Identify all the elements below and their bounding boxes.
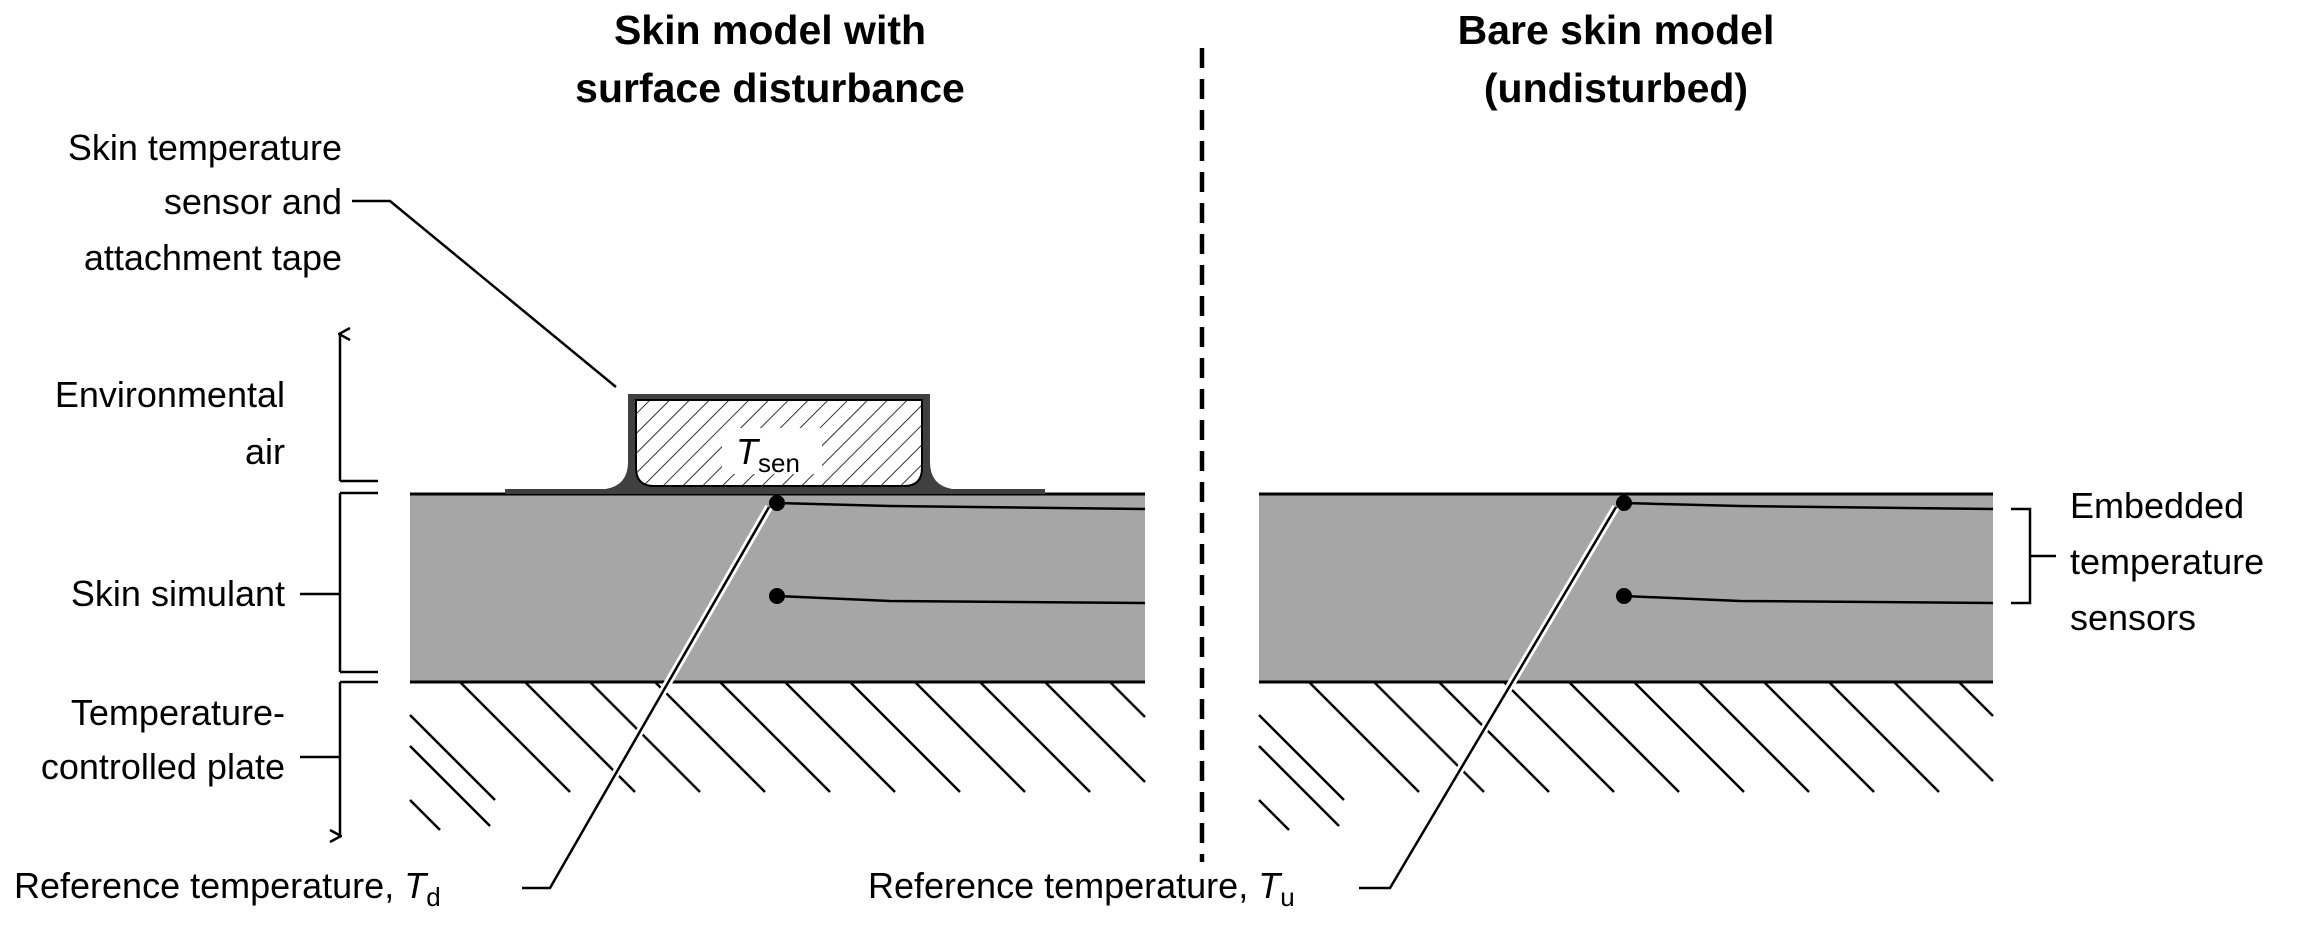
skin-simulant-label: Skin simulant xyxy=(71,573,285,614)
sensor-subscript: sen xyxy=(758,448,800,478)
air-label-line1: Environmental xyxy=(55,374,285,415)
left-reference-symbol: T xyxy=(404,865,429,906)
plate-label-line1: Temperature- xyxy=(71,692,285,733)
right-skin-simulant xyxy=(1259,494,1993,682)
air-label-line2: air xyxy=(245,431,285,472)
sensor-symbol-group: Tsen xyxy=(736,431,800,478)
right-title-line1: Bare skin model xyxy=(1458,7,1775,53)
sensor-label-line1: Skin temperature xyxy=(68,127,342,168)
embedded-label-line1: Embedded xyxy=(2070,485,2244,526)
left-skin-simulant xyxy=(410,494,1145,682)
plate-label-line2: controlled plate xyxy=(41,746,285,787)
left-reference-label: Reference temperature, Td xyxy=(14,865,441,912)
left-title-line1: Skin model with xyxy=(614,7,926,53)
sensor-symbol: T xyxy=(736,431,761,472)
right-reference-leader xyxy=(1359,506,1618,890)
left-reference-subscript: d xyxy=(426,882,440,912)
right-reference-label: Reference temperature, Tu xyxy=(868,865,1295,912)
skin-temperature-sensor xyxy=(505,394,1045,494)
sensor-label-line2: sensor and xyxy=(164,181,342,222)
left-embedded-sensors xyxy=(769,495,1146,605)
left-reference-leader xyxy=(522,506,771,890)
right-title-line2: (undisturbed) xyxy=(1484,65,1748,111)
sensor-label-leader xyxy=(352,199,617,388)
left-title-line2: surface disturbance xyxy=(575,65,965,111)
right-reference-text: Reference temperature, xyxy=(868,865,1258,906)
left-reference-text: Reference temperature, xyxy=(14,865,404,906)
right-embedded-sensors xyxy=(1616,495,1994,605)
right-temperature-plate xyxy=(1258,680,1994,831)
embedded-label-line2: temperature xyxy=(2070,541,2264,582)
right-reference-symbol: T xyxy=(1258,865,1283,906)
left-temperature-plate xyxy=(409,680,1146,831)
right-reference-subscript: u xyxy=(1280,882,1294,912)
embedded-label-line3: sensors xyxy=(2070,597,2196,638)
embedded-sensors-bracket xyxy=(2011,507,2032,605)
sensor-label-line3: attachment tape xyxy=(84,237,342,278)
